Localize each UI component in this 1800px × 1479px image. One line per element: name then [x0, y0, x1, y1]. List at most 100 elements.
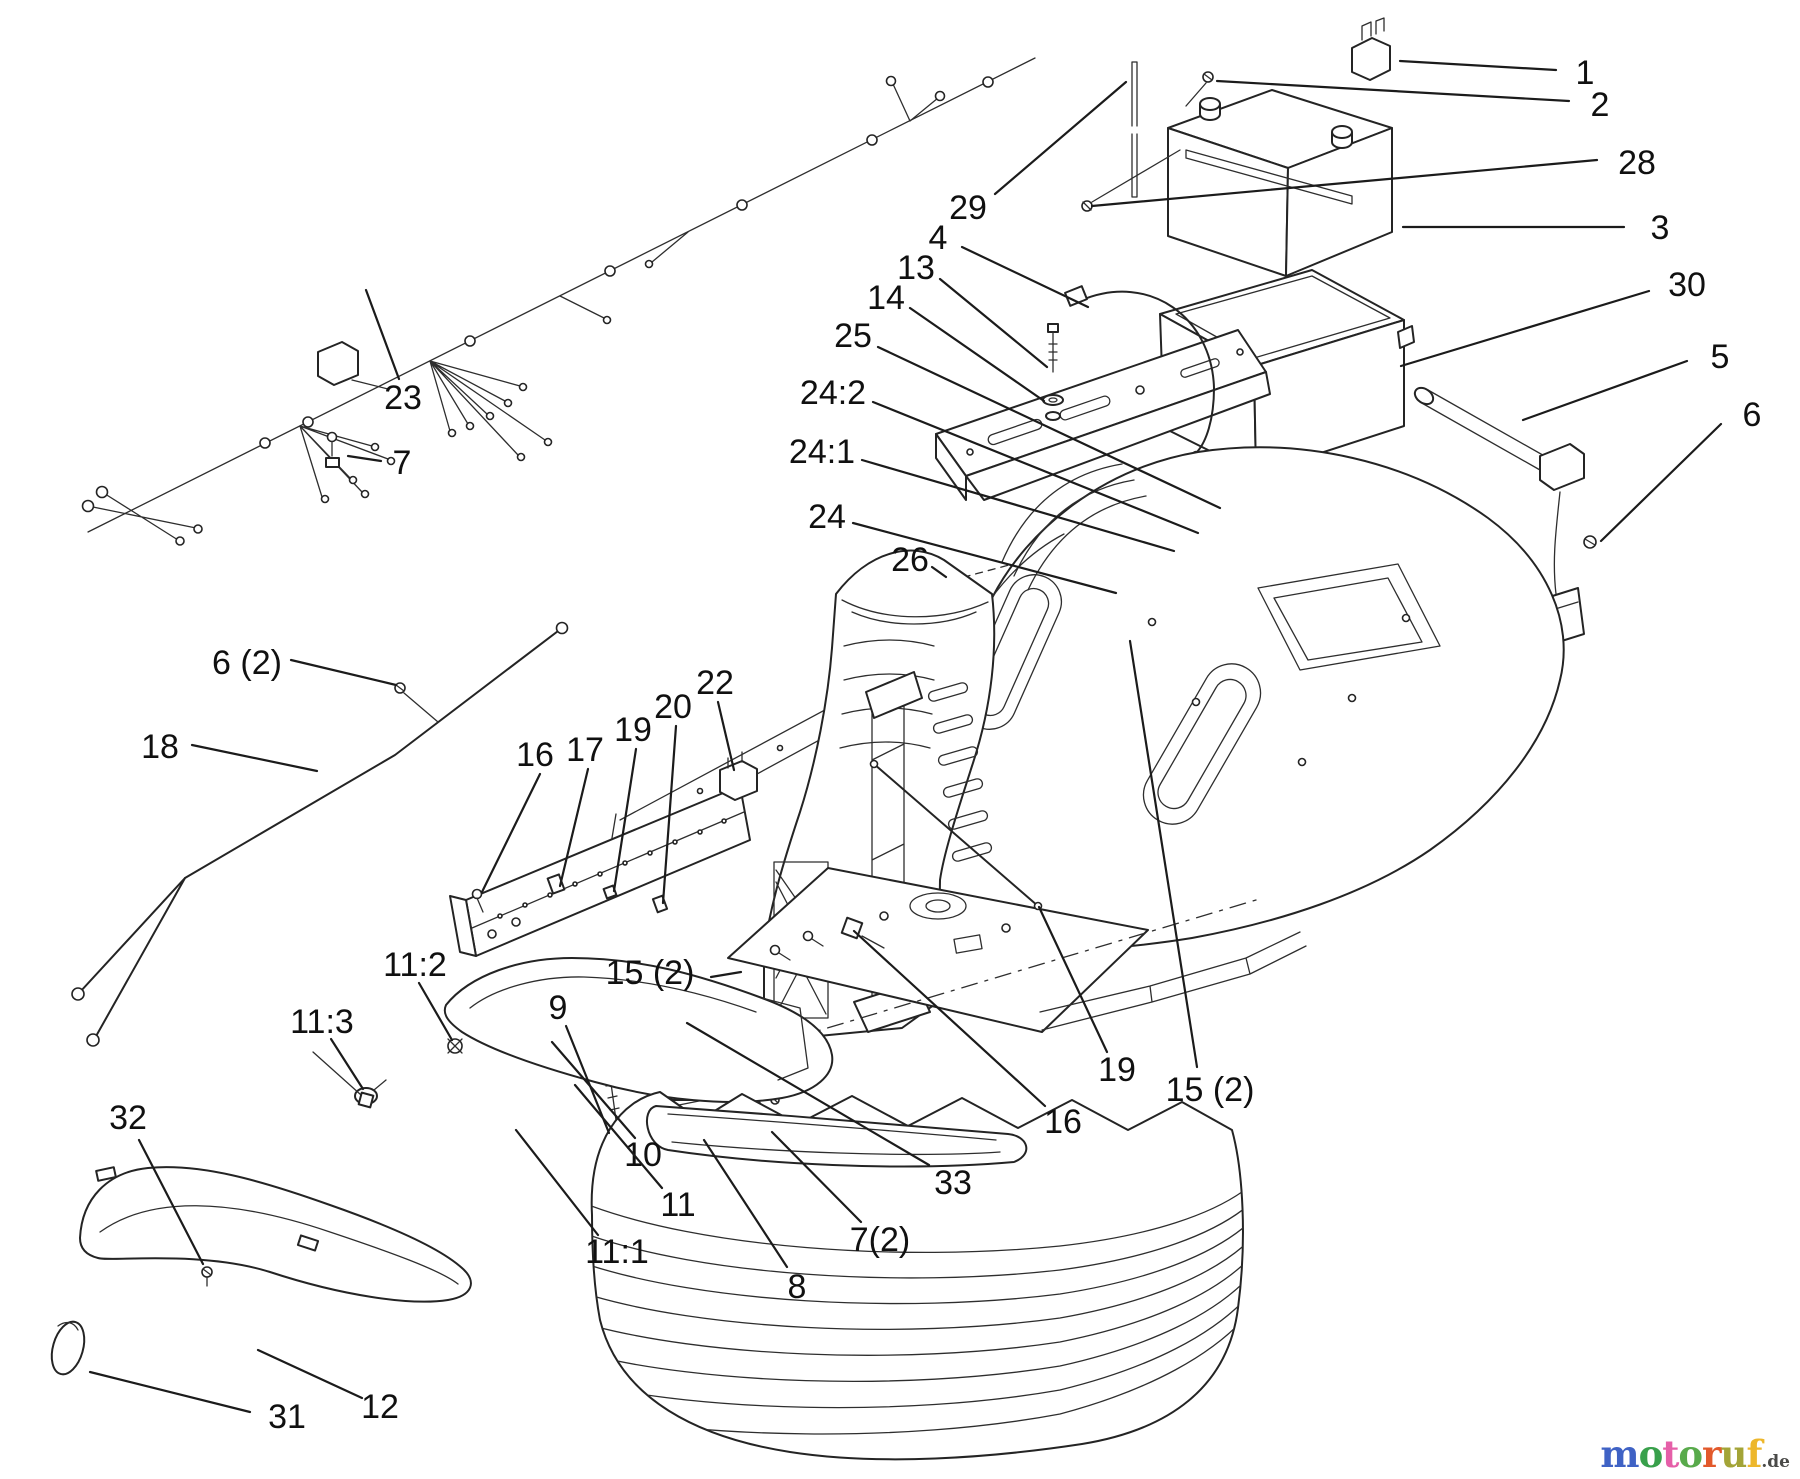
logo-letter-o: o	[1638, 1432, 1664, 1476]
part-label-13-9: 13	[897, 249, 935, 287]
grille-ribs-drawing	[591, 1185, 1243, 1435]
leader-line-19-22	[612, 747, 638, 893]
cable-18-drawing	[71, 621, 569, 1047]
mount-bracket-drawing	[935, 323, 1271, 501]
leader-line-18-19	[190, 743, 319, 773]
part-label-15(2)-27: 15 (2)	[606, 954, 695, 992]
part-label-29-7: 29	[949, 189, 987, 227]
fuse-drawing	[1351, 17, 1391, 81]
leader-line-15(2)-27	[709, 970, 743, 979]
part-label-14-10: 14	[867, 279, 905, 317]
leader-line-7-17	[346, 454, 383, 463]
logo-letter-m: m	[1600, 1432, 1639, 1476]
leader-line-31-39	[88, 1370, 252, 1414]
part-label-19-22: 19	[614, 711, 652, 749]
support-rod-drawing	[1131, 61, 1138, 198]
logo-letter-t: t	[1662, 1432, 1679, 1476]
seat-opening-drawing	[1257, 563, 1441, 671]
leader-line-19-36	[1037, 905, 1109, 1054]
part-label-11-30: 11	[660, 1186, 695, 1224]
leader-line-29-7	[993, 80, 1128, 196]
part-label-30-4: 30	[1668, 266, 1706, 304]
grille-drawing	[590, 1091, 1244, 1461]
leader-line-13-9	[938, 277, 1049, 369]
bolt-6-2-icon	[394, 682, 439, 723]
leader-line-24-14	[851, 521, 1118, 595]
part-label-20-23: 20	[654, 688, 692, 726]
part-label-1-0: 1	[1576, 54, 1595, 92]
leader-line-28-2	[1090, 158, 1599, 208]
part-label-11:2-25: 11:2	[383, 946, 447, 984]
leader-line-24:1-13	[860, 458, 1176, 553]
part-label-31-39: 31	[268, 1398, 306, 1436]
leader-line-16-20	[480, 772, 542, 894]
leader-line-6(2)-18	[289, 658, 398, 687]
leader-line-25-11	[876, 345, 1222, 510]
part-label-15(2)-37: 15 (2)	[1166, 1071, 1255, 1109]
leader-line-12-40	[256, 1348, 364, 1400]
leader-line-26-15	[930, 565, 948, 579]
switch-22-drawing	[719, 751, 758, 801]
logo-letter-o: o	[1678, 1432, 1703, 1476]
cable-19-drawing	[873, 763, 1039, 907]
motoruf-domain-suffix: .de	[1761, 1452, 1790, 1472]
leader-line-7(2)-33	[770, 1130, 863, 1224]
bumper-drawing	[50, 1166, 472, 1376]
part-label-11:1-31: 11:1	[585, 1233, 649, 1271]
endcap-31-icon	[50, 1320, 86, 1376]
part-label-24:1-13: 24:1	[789, 433, 855, 471]
wiring-harness-drawing	[81, 57, 1036, 546]
part-label-24-14: 24	[808, 498, 846, 536]
leader-line-15(2)-37	[1128, 639, 1199, 1069]
hood-bracket-drawing	[312, 957, 834, 1109]
part-label-7-17: 7	[393, 444, 412, 482]
part-label-22-24: 22	[696, 664, 734, 702]
floor-pan-drawing	[659, 759, 1307, 1079]
leader-line-22-24	[716, 700, 736, 772]
leader-line-11-30	[573, 1083, 664, 1190]
part-label-8-32: 8	[788, 1268, 807, 1306]
part-label-33-34: 33	[934, 1164, 972, 1202]
leader-line-17-21	[558, 767, 590, 888]
part-label-6(2)-18: 6 (2)	[212, 644, 282, 682]
part-label-18-19: 18	[141, 728, 179, 766]
part-label-25-11: 25	[834, 317, 872, 355]
logo-letter-r: r	[1702, 1432, 1721, 1476]
leader-line-11:3-26	[329, 1037, 365, 1091]
motoruf-wordmark: motoruf	[1600, 1432, 1762, 1476]
part-label-7(2)-33: 7(2)	[850, 1221, 910, 1259]
logo-letter-u: u	[1720, 1432, 1748, 1476]
part-label-6-6: 6	[1743, 396, 1762, 434]
part-label-10-29: 10	[624, 1136, 662, 1174]
leader-line-23-16	[364, 288, 401, 381]
part-label-28-2: 28	[1618, 144, 1656, 182]
battery-bolt-drawing	[1185, 71, 1214, 107]
part-label-4-8: 4	[929, 219, 948, 257]
part-label-11:3-26: 11:3	[290, 1003, 354, 1041]
part-label-19-36: 19	[1098, 1051, 1136, 1089]
front-rail-drawing	[449, 751, 824, 961]
leader-line-2-1	[1215, 79, 1571, 103]
headlight-opening-drawing	[646, 1105, 1028, 1168]
leader-line-16-35	[852, 929, 1047, 1108]
part-label-32-38: 32	[109, 1099, 147, 1137]
part-label-9-28: 9	[549, 989, 568, 1027]
part-label-12-40: 12	[361, 1388, 399, 1426]
part-7-sensor-drawing	[325, 431, 340, 468]
part-label-16-35: 16	[1044, 1103, 1082, 1141]
leader-line-1-0	[1398, 59, 1558, 72]
leader-line-24:2-12	[871, 400, 1200, 535]
battery-terminal-icon	[1199, 97, 1353, 149]
leader-line-30-4	[1399, 289, 1651, 368]
leader-line-14-10	[908, 306, 1046, 403]
part-label-5-5: 5	[1711, 338, 1730, 376]
logo-letter-f: f	[1746, 1432, 1762, 1476]
screw-32-icon	[201, 1266, 213, 1287]
part-label-2-1: 2	[1591, 86, 1610, 124]
leader-line-11:2-25	[417, 981, 454, 1042]
leader-line-11:1-31	[514, 1128, 600, 1237]
part-label-17-21: 17	[566, 731, 604, 769]
